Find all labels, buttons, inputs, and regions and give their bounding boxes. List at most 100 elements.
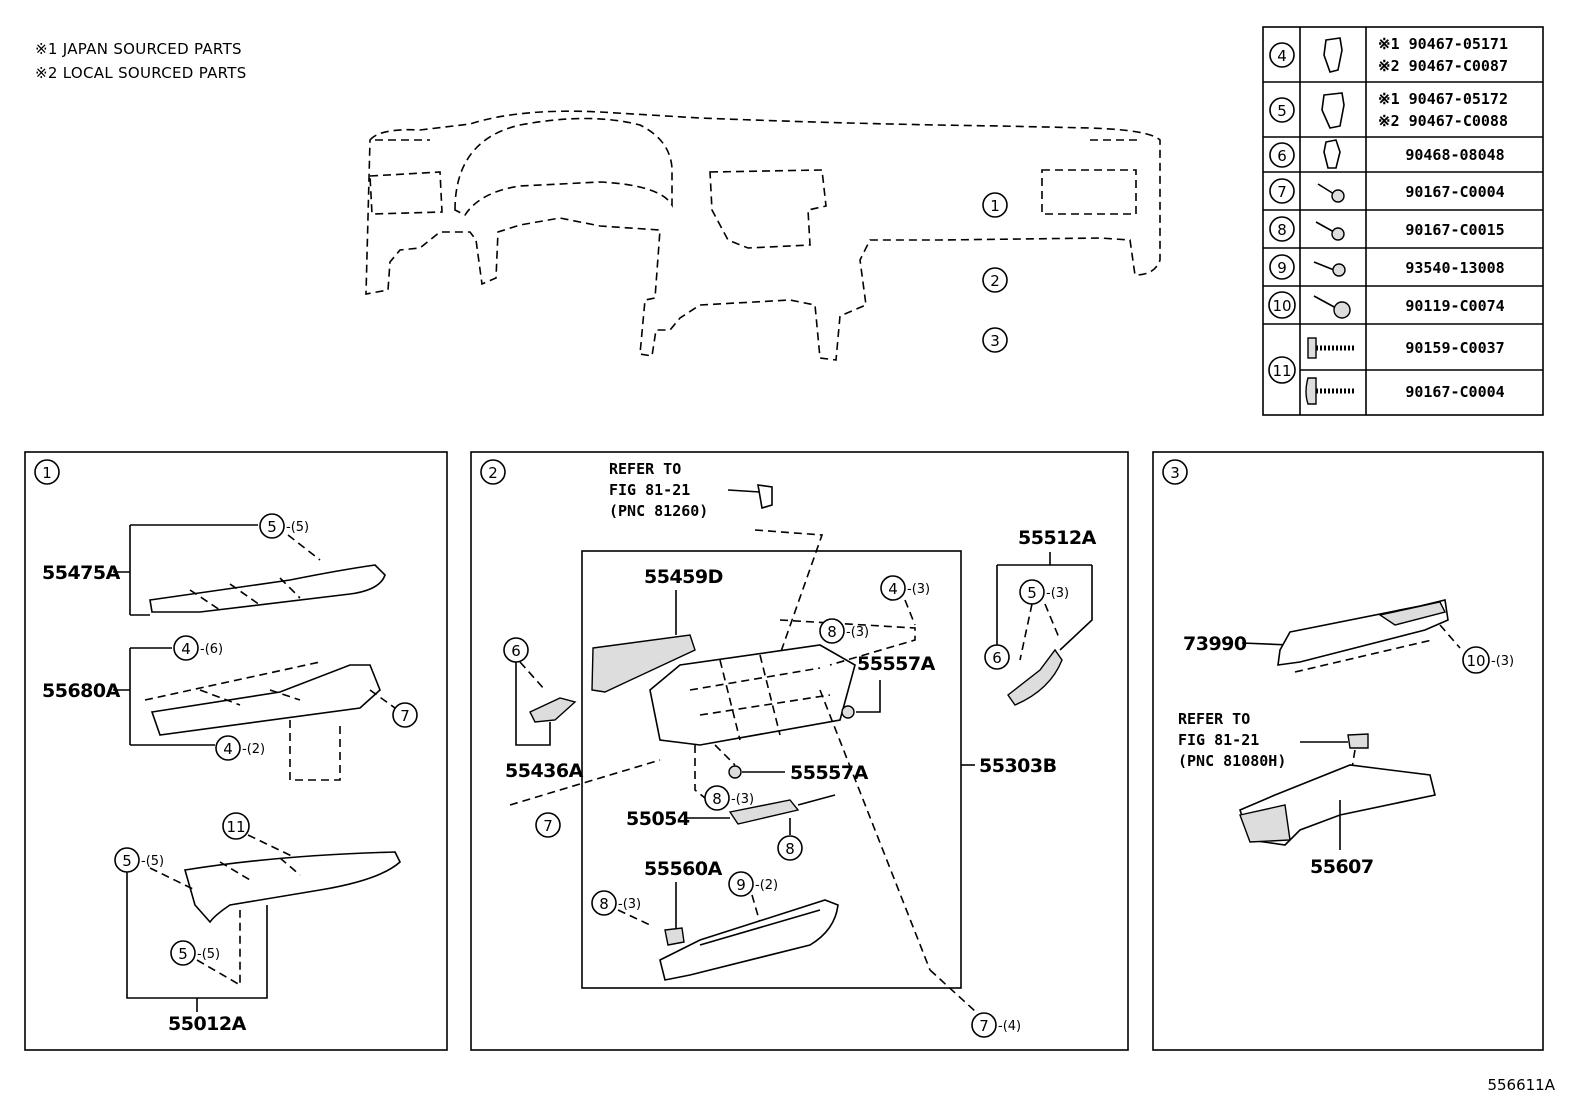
refer-line-2: FIG 81-21 bbox=[609, 481, 690, 499]
screw-icon bbox=[1315, 221, 1345, 241]
screw-icon bbox=[1307, 337, 1354, 359]
overview-callout-3: 3 bbox=[990, 332, 1000, 350]
overview-callout-1: 1 bbox=[990, 197, 1000, 215]
part-73990-label: 73990 bbox=[1183, 633, 1247, 655]
clip-icon bbox=[1323, 139, 1341, 169]
callout-5: 5 bbox=[178, 945, 188, 963]
table-part-7: 90167-C0004 bbox=[1405, 183, 1504, 201]
part-55054 bbox=[728, 799, 800, 825]
panel-2: 2 REFER TO FIG 81-21 (PNC 81260) 55459D … bbox=[470, 451, 1129, 1051]
garnish-55475A bbox=[149, 564, 386, 613]
callout-8: 8 bbox=[827, 623, 837, 641]
callout-qty: -(5) bbox=[141, 854, 164, 869]
panel-3-id: 3 bbox=[1170, 464, 1180, 482]
callout-qty: -(3) bbox=[1046, 586, 1069, 601]
note-local: ※2 LOCAL SOURCED PARTS bbox=[35, 64, 247, 82]
glovebox-housing-55303B bbox=[649, 644, 856, 746]
part-55607-label: 55607 bbox=[1310, 856, 1374, 878]
part-55054-label: 55054 bbox=[626, 808, 690, 830]
callout-qty: -(3) bbox=[1491, 654, 1514, 669]
callout-10: 10 bbox=[1466, 652, 1485, 670]
refer-line-3: (PNC 81260) bbox=[609, 502, 708, 520]
garnish-55012A bbox=[183, 851, 401, 924]
callout-9: 9 bbox=[736, 876, 746, 894]
overview-callouts: 1 2 3 bbox=[982, 192, 1008, 353]
panel-55680A bbox=[150, 664, 381, 736]
note-japan: ※1 JAPAN SOURCED PARTS bbox=[35, 40, 242, 58]
fastener-table: 4 ※1 90467-05171 ※2 90467-C0087 5 ※1 904… bbox=[1262, 26, 1544, 416]
screw-icon bbox=[1305, 377, 1354, 405]
callout-8: 8 bbox=[712, 790, 722, 808]
callout-4: 4 bbox=[888, 580, 898, 598]
callout-5: 5 bbox=[1027, 584, 1037, 602]
callout-qty: -(3) bbox=[618, 897, 641, 912]
panel-2-id: 2 bbox=[488, 464, 498, 482]
callout-qty: -(2) bbox=[755, 878, 778, 893]
part-55012A-label: 55012A bbox=[168, 1013, 247, 1035]
panel-1-id: 1 bbox=[42, 464, 52, 482]
part-55560A-label: 55560A bbox=[644, 858, 723, 880]
part-55512A-label: 55512A bbox=[1018, 527, 1097, 549]
refer-line-1: REFER TO bbox=[1178, 710, 1250, 728]
glovebox-door bbox=[659, 899, 839, 981]
part-55436A bbox=[529, 697, 577, 723]
table-ref-4: 4 bbox=[1277, 47, 1287, 65]
refer-line-2: FIG 81-21 bbox=[1178, 731, 1259, 749]
table-part-9: 93540-13008 bbox=[1405, 259, 1504, 277]
part-55436A-label: 55436A bbox=[505, 760, 584, 782]
clip-icon bbox=[1323, 37, 1343, 73]
table-part-6: 90468-08048 bbox=[1405, 146, 1504, 164]
callout-6: 6 bbox=[992, 649, 1002, 667]
part-55459D-label: 55459D bbox=[644, 566, 723, 588]
table-ref-9: 9 bbox=[1277, 259, 1287, 277]
callout-5: 5 bbox=[122, 852, 132, 870]
clip-icon bbox=[1321, 92, 1345, 129]
panel-3: 3 73990 10 -(3) REFER TO FIG 81-21 (PNC … bbox=[1152, 451, 1544, 1051]
part-55459D bbox=[591, 634, 696, 693]
part-55557A-label: 55557A bbox=[857, 653, 936, 675]
screw-icon bbox=[1313, 261, 1346, 277]
callout-qty: -(3) bbox=[907, 582, 930, 597]
callout-qty: -(5) bbox=[286, 520, 309, 535]
table-ref-8: 8 bbox=[1277, 221, 1287, 239]
part-55607 bbox=[1239, 764, 1436, 846]
part-55557A-label: 55557A bbox=[790, 762, 869, 784]
callout-qty: -(3) bbox=[846, 625, 869, 640]
part-55680A-label: 55680A bbox=[42, 680, 121, 702]
refer-line-1: REFER TO bbox=[609, 460, 681, 478]
part-55303B-label: 55303B bbox=[979, 755, 1057, 777]
part-55475A-label: 55475A bbox=[42, 562, 121, 584]
table-ref-10: 10 bbox=[1272, 297, 1291, 315]
callout-7: 7 bbox=[543, 817, 553, 835]
callout-qty: -(4) bbox=[998, 1019, 1021, 1034]
table-part-11b: 90167-C0004 bbox=[1405, 383, 1504, 401]
table-part-11a: 90159-C0037 bbox=[1405, 339, 1504, 357]
table-part-5a: ※1 90467-05172 bbox=[1378, 90, 1508, 108]
callout-8: 8 bbox=[785, 840, 795, 858]
callout-8: 8 bbox=[599, 895, 609, 913]
table-part-4b: ※2 90467-C0087 bbox=[1378, 57, 1508, 75]
callout-6: 6 bbox=[511, 642, 521, 660]
callout-4: 4 bbox=[181, 640, 191, 658]
table-part-10: 90119-C0074 bbox=[1405, 297, 1504, 315]
callout-5: 5 bbox=[267, 518, 277, 536]
bolt-icon bbox=[1313, 295, 1351, 319]
callout-11: 11 bbox=[226, 818, 245, 836]
dashboard-overview bbox=[365, 110, 1161, 361]
overview-callout-2: 2 bbox=[990, 272, 1000, 290]
figure-id: 556611A bbox=[1487, 1076, 1555, 1094]
table-part-5b: ※2 90467-C0088 bbox=[1378, 112, 1508, 130]
table-ref-11: 11 bbox=[1272, 362, 1291, 380]
part-55512A bbox=[1007, 648, 1063, 706]
table-part-8: 90167-C0015 bbox=[1405, 221, 1504, 239]
callout-qty: -(5) bbox=[197, 947, 220, 962]
callout-qty: -(3) bbox=[731, 792, 754, 807]
table-ref-6: 6 bbox=[1277, 147, 1287, 165]
callout-qty: -(2) bbox=[242, 742, 265, 757]
callout-4: 4 bbox=[223, 740, 233, 758]
callout-7: 7 bbox=[979, 1017, 989, 1035]
refer-line-3: (PNC 81080H) bbox=[1178, 752, 1286, 770]
screw-icon bbox=[1317, 183, 1345, 203]
table-part-4a: ※1 90467-05171 bbox=[1378, 35, 1508, 53]
